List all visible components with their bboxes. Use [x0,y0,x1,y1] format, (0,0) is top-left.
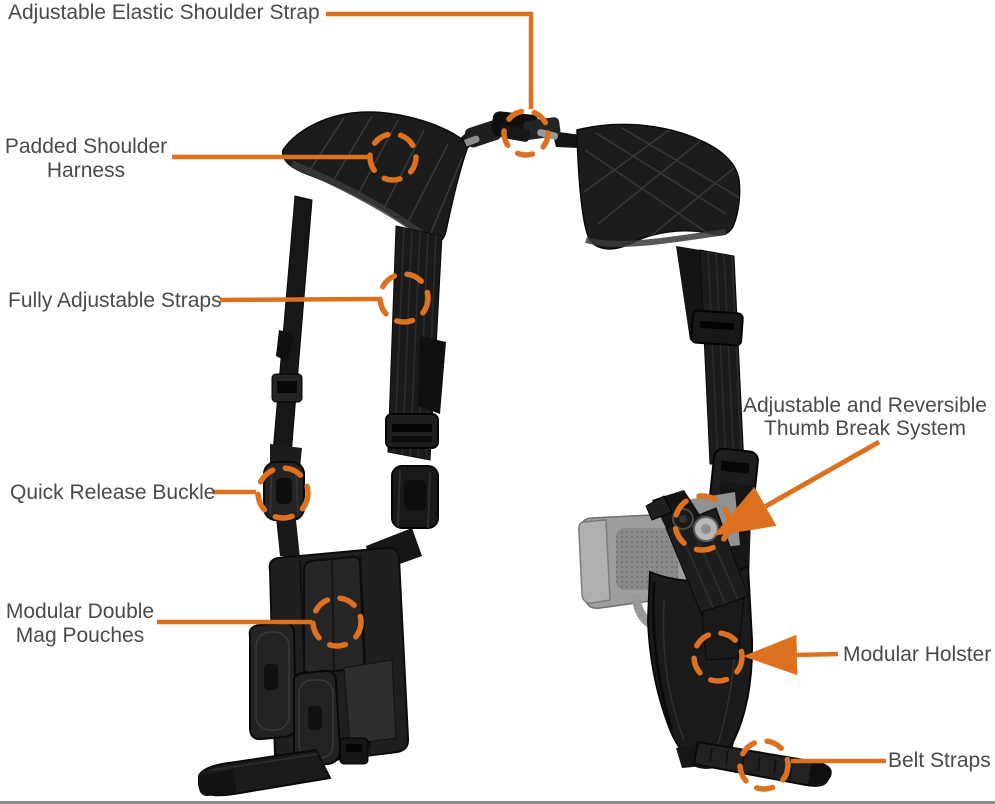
highlight-circle-quick-release-buckle [255,465,311,521]
leader-line-modular-holster [743,634,839,676]
highlight-circle-modular-holster [691,630,745,684]
thumb-break-strap [645,490,749,661]
holster-assembly [578,480,832,787]
highlight-circle-fully-adjustable-straps [377,271,431,325]
mag-pouch [198,546,410,797]
highlight-circle-modular-double-mag-pouches [310,595,364,649]
label-adjustable-elastic-shoulder-strap: Adjustable Elastic Shoulder Strap [8,1,320,24]
leader-line-fully-adjustable-straps [219,296,379,303]
label-fully-adjustable-straps: Fully Adjustable Straps [8,289,222,312]
highlight-circle-thumb-break-system [672,493,732,553]
label-belt-straps: Belt Straps [888,749,991,772]
label-modular-double-mag-pouches: Modular Double Mag Pouches [5,600,155,647]
quick-release-buckle-hardware [263,444,305,558]
image-bottom-edge [0,801,995,804]
label-padded-shoulder-harness: Padded Shoulder Harness [4,135,168,182]
label-adjustable-reversible-thumb-break-system: Adjustable and Reversible Thumb Break Sy… [743,394,987,440]
belt-strap [676,740,832,787]
label-quick-release-buckle: Quick Release Buckle [10,481,216,504]
leader-line-thumb-break-system [713,439,881,536]
highlight-circle-padded-shoulder-harness [367,131,419,183]
label-modular-holster: Modular Holster [843,643,992,666]
pistol-grip [578,513,695,632]
leader-line-adjustable-elastic-shoulder-strap [326,11,534,109]
highlight-circle-belt-straps [737,738,791,792]
highlight-circle-adjustable-elastic-shoulder-strap [501,108,551,158]
pouch-bottom-strap [198,748,332,797]
right-strap-assembly [676,246,759,509]
shoulder-pad-right [576,123,741,250]
